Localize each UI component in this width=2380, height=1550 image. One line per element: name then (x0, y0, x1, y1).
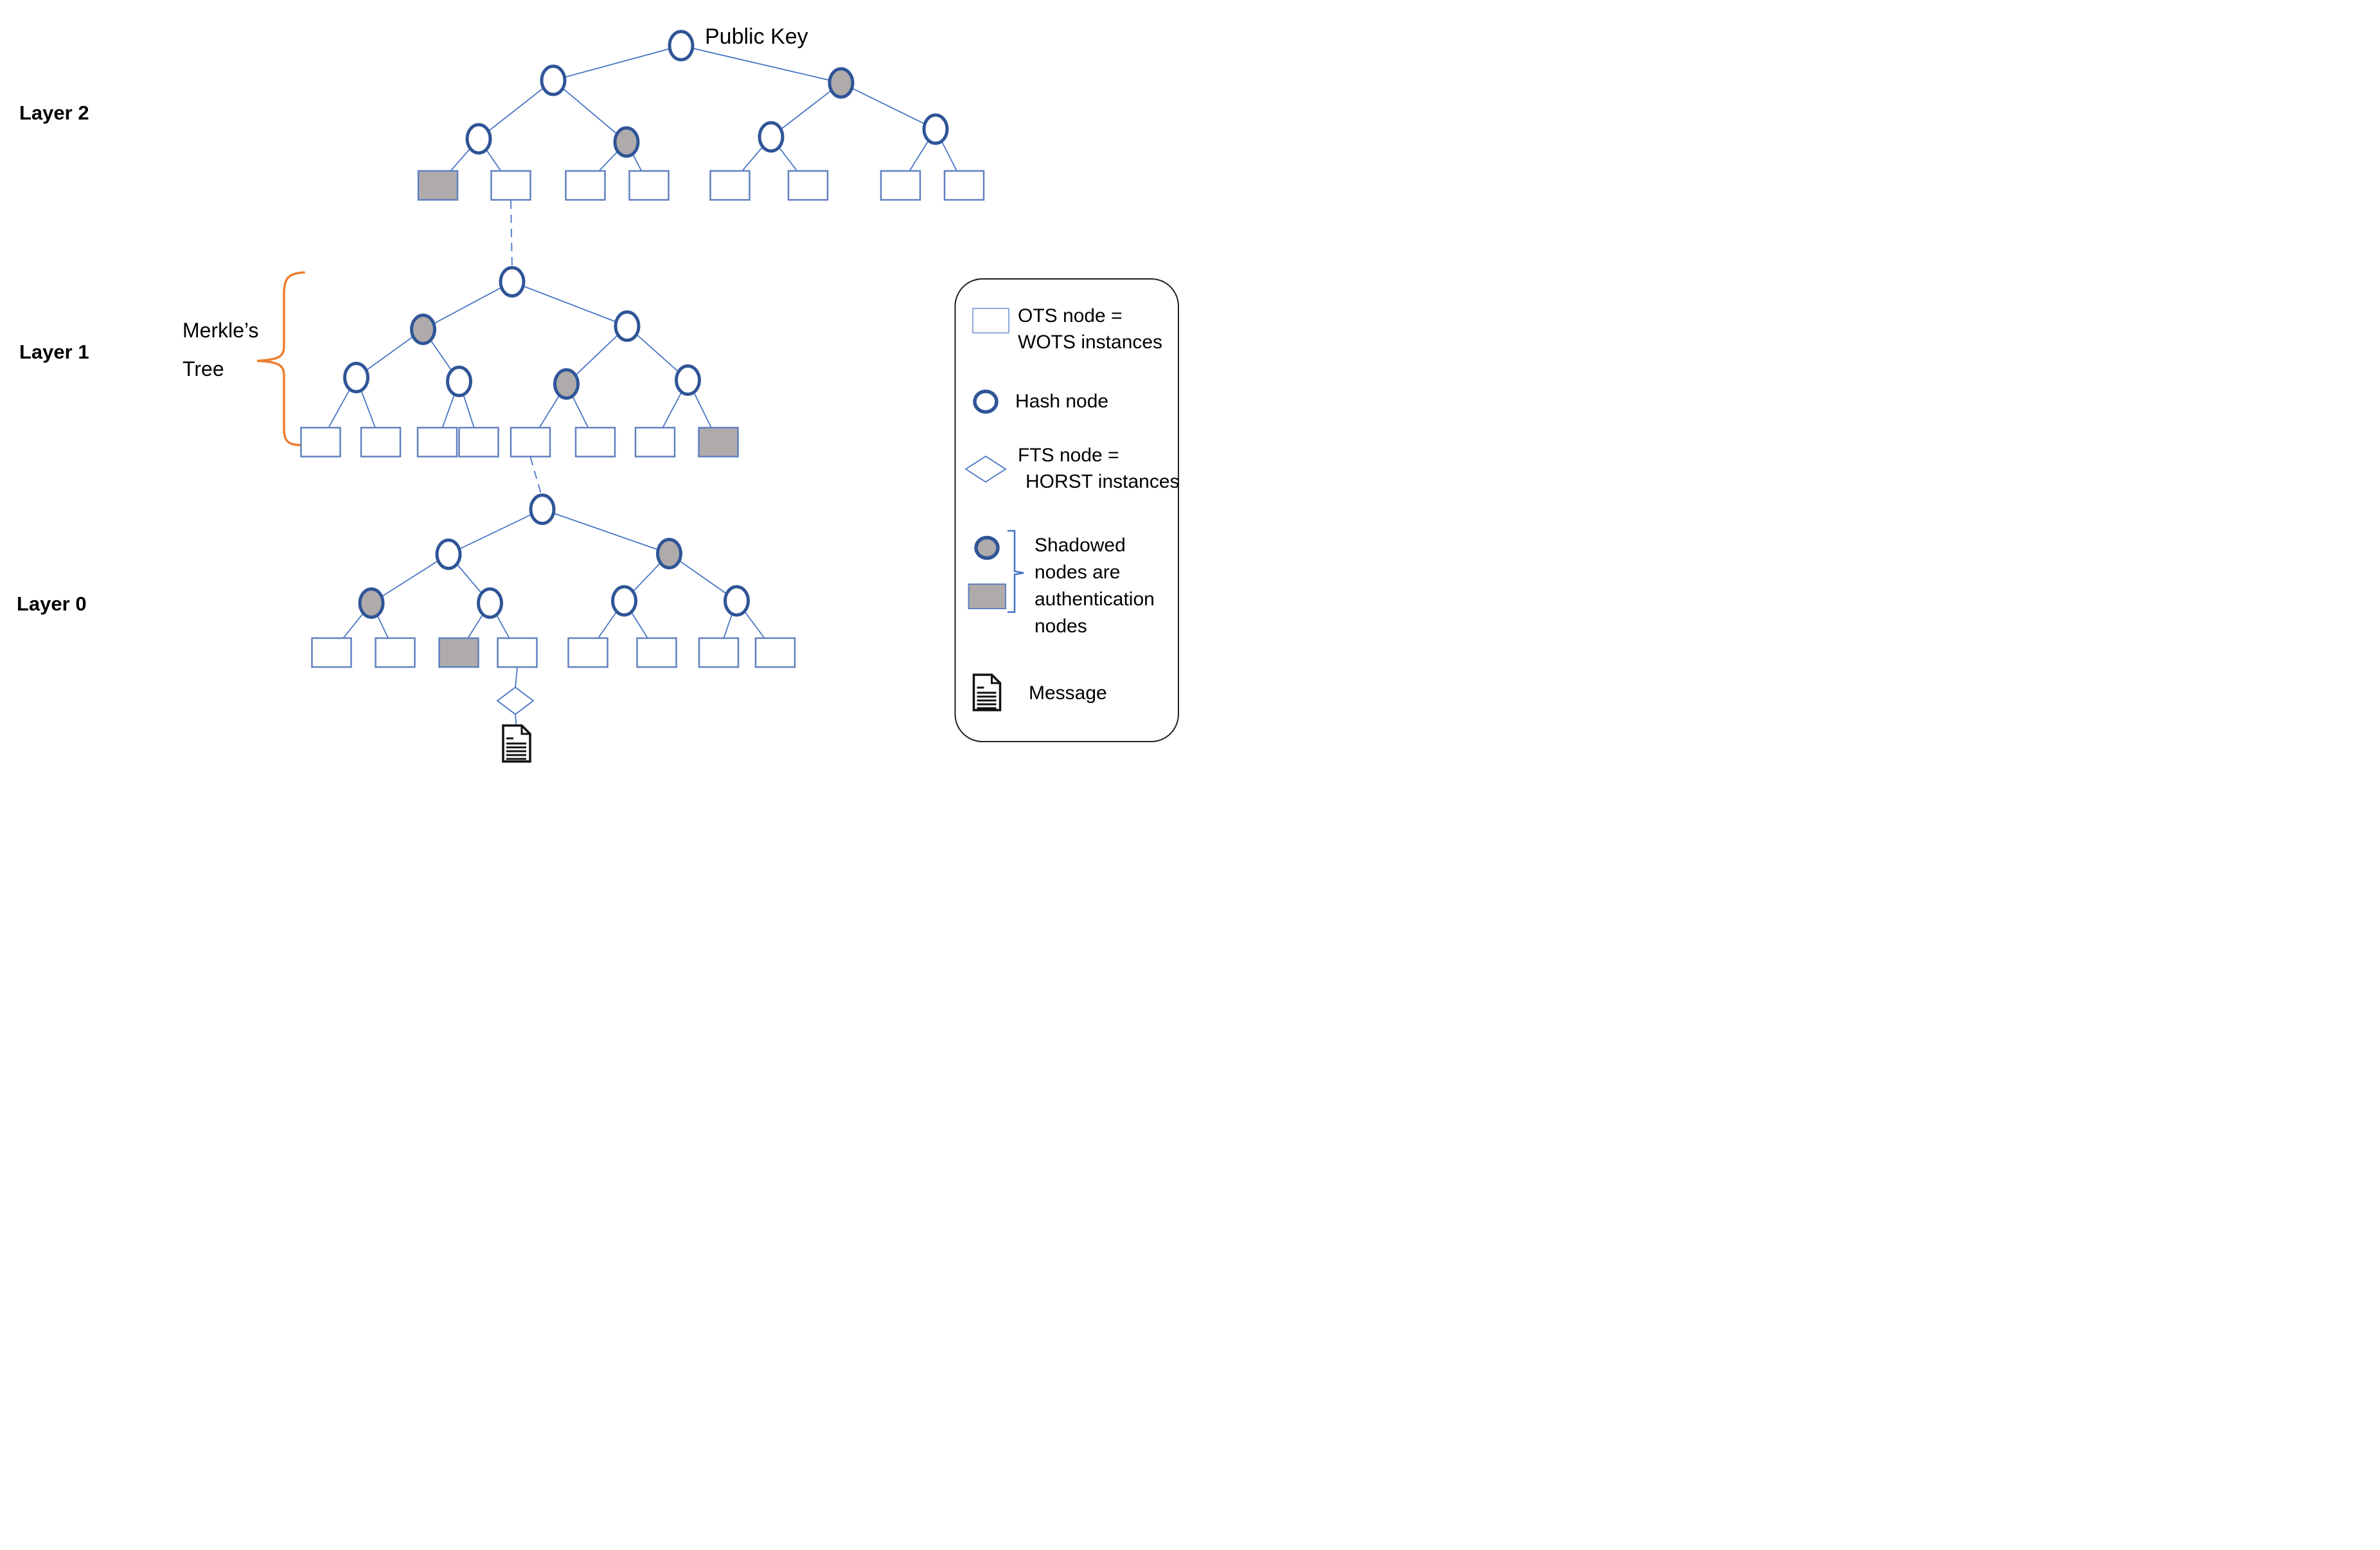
hash-node (668, 30, 695, 62)
legend-shadowed-line1: Shadowed (1035, 535, 1126, 556)
legend-message-line1: Message (1029, 682, 1107, 704)
legend-ots-line1: OTS node = (1018, 305, 1123, 326)
hash-node-shaded (553, 368, 580, 400)
ots-leaf (416, 427, 458, 458)
ots-leaf-shaded (438, 637, 479, 668)
ots-leaf-shaded (417, 170, 459, 201)
tree-edge (423, 281, 513, 330)
ots-leaf (510, 427, 551, 458)
inter-tree-connector (510, 200, 513, 269)
ots-leaf (497, 637, 538, 668)
ots-leaf (567, 637, 608, 668)
tree-edge (680, 45, 842, 84)
shadowed-circle-icon (974, 535, 1000, 560)
tree-edge (542, 508, 670, 555)
hash-node (435, 539, 462, 570)
hash-node (540, 64, 567, 96)
ots-leaf (458, 427, 499, 458)
ots-leaf (360, 427, 402, 458)
legend-fts-line1: FTS node = (1018, 445, 1119, 466)
ots-leaf (300, 427, 341, 458)
merkle-brace (256, 271, 305, 447)
legend-shadowed-line4: nodes (1035, 616, 1087, 637)
hash-node (465, 123, 492, 155)
tree-edge (478, 80, 554, 139)
layer-2-label: Layer 2 (19, 102, 89, 124)
ots-leaf (880, 170, 921, 201)
hash-circle-icon (973, 389, 999, 414)
ots-leaf (754, 637, 796, 668)
legend-fts-line2: HORST instances (1026, 471, 1180, 492)
hash-node (446, 366, 472, 397)
legend-ots-line2: WOTS instances (1018, 332, 1163, 353)
diagram-canvas (256, 30, 1179, 763)
shadowed-rect-icon (968, 583, 1006, 609)
ots-leaf (636, 637, 677, 668)
hash-node (724, 585, 750, 617)
shadowed-bracket (1008, 530, 1024, 613)
hash-node (675, 364, 701, 396)
ots-leaf-shaded (698, 427, 739, 458)
ots-leaf (490, 170, 531, 201)
ots-leaf (628, 170, 670, 201)
layer-0-label: Layer 0 (17, 592, 87, 615)
message-icon-fold (520, 726, 530, 735)
ots-leaf (574, 427, 616, 458)
hash-node (922, 113, 949, 145)
tree-edge (553, 45, 682, 81)
hash-node (758, 121, 785, 153)
message-doc-icon-fold (991, 675, 1000, 684)
hash-node-shaded (410, 314, 436, 345)
merkle-tree-label-line2: Tree (182, 357, 224, 380)
ots-leaf (375, 637, 416, 668)
hash-node (477, 587, 503, 619)
tree-edge (371, 553, 449, 604)
legend-box (954, 278, 1179, 742)
tree-edge (553, 80, 627, 143)
hash-node-shaded (828, 67, 855, 99)
hash-node-shaded (656, 538, 682, 569)
legend-hash-line1: Hash node (1015, 391, 1109, 412)
ots-leaf (709, 170, 750, 201)
fts-diamond (496, 686, 535, 715)
merkle-tree-label-line1: Merkle’s (182, 319, 259, 342)
legend-shadowed-line2: nodes are (1035, 562, 1121, 583)
hash-node (614, 310, 641, 342)
hash-node (611, 585, 637, 617)
layer-1-label: Layer 1 (19, 341, 89, 363)
tree-edge (511, 281, 628, 327)
ots-leaf (634, 427, 676, 458)
fts-diamond-icon (964, 455, 1007, 483)
ots-leaf (565, 170, 606, 201)
hash-node-shaded (358, 587, 385, 619)
hash-node (343, 362, 369, 393)
public-key-label: Public Key (705, 24, 808, 49)
hash-node-shaded (613, 126, 640, 158)
hash-node (499, 266, 526, 298)
ots-leaf (698, 637, 740, 668)
inter-tree-connector (515, 714, 517, 726)
tree-edge (770, 82, 842, 138)
legend-shadowed-line3: authentication (1035, 589, 1155, 610)
ots-leaf (311, 637, 352, 668)
ots-leaf (787, 170, 829, 201)
tree-edge (840, 82, 936, 130)
inter-tree-connector (529, 457, 542, 497)
ots-leaf (943, 170, 985, 201)
hypertree-diagram: Public Key Layer 2 Layer 1 Layer 0 Merkl… (0, 0, 1190, 775)
hash-node (529, 494, 556, 525)
inter-tree-connector (515, 667, 518, 688)
tree-edge (448, 508, 543, 555)
ots-rect-icon (972, 308, 1009, 334)
